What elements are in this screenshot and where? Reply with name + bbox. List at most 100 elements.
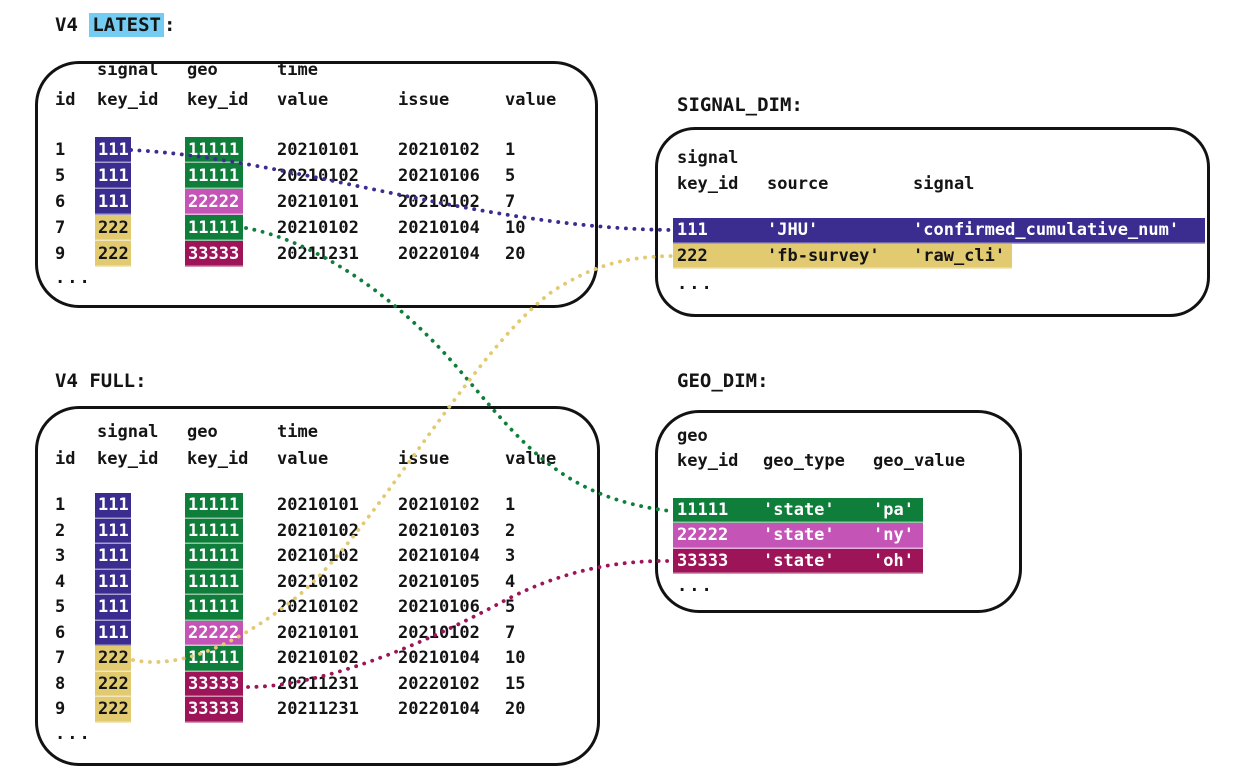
signal-dim-ellipsis: ...	[677, 274, 714, 294]
v4_latest-signal-key-cell-value: 222	[98, 218, 129, 238]
v4-latest-header-time: time	[277, 60, 318, 80]
signal-dim-key: 111	[677, 220, 708, 240]
geo-dim-header-geo-top: geo	[677, 426, 708, 446]
v4_full-issue: 20210104	[398, 546, 480, 566]
v4_full-issue: 20210102	[398, 495, 480, 515]
v4_full-geo-key-cell: 11111	[185, 646, 243, 672]
v4_latest-row-id: 5	[55, 166, 66, 186]
geo-dim-ellipsis: ...	[677, 576, 714, 596]
geo-dim-geotype: 'state'	[763, 550, 835, 571]
v4_full-value: 2	[505, 520, 516, 541]
v4_latest-geo-key-cell-value: 11111	[188, 218, 240, 238]
geo-dim-row-highlight	[673, 497, 923, 523]
v4_full-time-value: 20210102	[277, 597, 359, 617]
v4_full-signal-key-cell: 222	[95, 697, 131, 723]
v4_latest-time-value: 20211231	[277, 244, 359, 264]
v4_latest-geo-key-cell: 22222	[185, 189, 243, 215]
signal-dim-header-signal-top: signal	[677, 148, 739, 168]
v4_latest-geo-key-cell-value: 33333	[188, 244, 240, 264]
signal-dim-signal: 'raw_cli'	[913, 245, 1006, 266]
signal-dim-header-keyid: key_id	[677, 174, 739, 194]
v4-latest-title-suffix: :	[163, 14, 176, 36]
v4-latest-header-timevalue: value	[277, 90, 329, 110]
v4_full-geo-key-cell-value: 11111	[188, 571, 240, 592]
v4-latest-header-geo-keyid: key_id	[187, 90, 249, 110]
v4_latest-row-id: 6	[55, 192, 66, 212]
v4_latest-issue: 20210102	[398, 192, 480, 212]
v4_full-geo-key-cell-value: 11111	[188, 648, 240, 668]
v4_full-issue: 20210105	[398, 571, 480, 592]
v4_full-issue: 20210106	[398, 597, 480, 617]
v4_full-signal-key-cell-value: 222	[98, 673, 129, 694]
v4_full-time-value: 20210102	[277, 520, 359, 541]
v4_full-time-value: 20211231	[277, 699, 359, 719]
v4_full-time-value: 20210102	[277, 648, 359, 668]
geo-dim-geotype: 'state'	[763, 525, 835, 545]
geo-dim-header-geotype: geo_type	[763, 451, 845, 471]
v4_full-signal-key-cell-value: 111	[98, 495, 129, 515]
signal-dim-source: 'fb-survey'	[767, 245, 880, 266]
v4-latest-title: V4 LATEST:	[55, 13, 176, 37]
v4_latest-issue: 20210106	[398, 166, 480, 186]
v4_full-time-value: 20210102	[277, 571, 359, 592]
signal-dim-signal: 'confirmed_cumulative_num'	[913, 220, 1180, 240]
v4_latest-issue: 20210102	[398, 140, 480, 160]
v4_latest-value: 10	[505, 218, 526, 238]
v4_full-geo-key-cell-value: 22222	[188, 622, 240, 643]
v4_full-signal-key-cell: 222	[95, 671, 131, 697]
v4_full-row-id: 2	[55, 520, 66, 541]
v4_full-signal-key-cell-value: 111	[98, 597, 129, 617]
geo-dim-geovalue: 'oh'	[873, 550, 914, 571]
v4_full-signal-key-cell: 111	[95, 595, 131, 621]
geo-dim-key: 11111	[677, 499, 729, 520]
v4_full-geo-key-cell: 11111	[185, 518, 243, 544]
signal-dim-row-highlight	[673, 218, 1205, 244]
v4_full-row-id: 9	[55, 699, 66, 719]
v4_full-value: 1	[505, 495, 516, 515]
v4-full-header-issue: issue	[398, 449, 450, 469]
v4_full-issue: 20210102	[398, 622, 480, 643]
v4_full-time-value: 20210101	[277, 622, 359, 643]
geo-dim-key: 33333	[677, 550, 729, 571]
v4_latest-value: 7	[505, 192, 516, 212]
v4-full-header-id: id	[55, 449, 76, 469]
v4_latest-signal-key-cell-value: 111	[98, 166, 129, 186]
v4_latest-signal-key-cell: 222	[95, 215, 131, 241]
v4_full-row-id: 7	[55, 648, 66, 668]
v4_full-value: 3	[505, 546, 516, 566]
v4_full-value: 7	[505, 622, 516, 643]
geo-dim-row-highlight	[673, 523, 923, 549]
signal-dim-header-signal: signal	[913, 174, 975, 194]
geo-dim-title: GEO_DIM:	[677, 370, 769, 392]
v4_latest-geo-key-cell: 11111	[185, 137, 243, 163]
v4_full-signal-key-cell: 111	[95, 518, 131, 544]
v4_full-geo-key-cell: 22222	[185, 620, 243, 646]
v4_full-geo-key-cell-value: 11111	[188, 597, 240, 617]
v4_latest-signal-key-cell: 111	[95, 137, 131, 163]
v4-latest-header-geo: geo	[187, 60, 218, 80]
v4_latest-geo-key-cell-value: 11111	[188, 166, 240, 186]
v4_full-signal-key-cell-value: 222	[98, 648, 129, 668]
v4_full-geo-key-cell-value: 11111	[188, 546, 240, 566]
v4_latest-geo-key-cell: 11111	[185, 215, 243, 241]
v4_latest-time-value: 20210102	[277, 166, 359, 186]
v4-full-header-signal: signal	[97, 422, 159, 442]
v4-full-title-suffix: :	[135, 370, 147, 392]
v4-latest-ellipsis: ...	[55, 268, 92, 288]
v4_full-geo-key-cell-value: 33333	[188, 699, 240, 719]
v4_latest-signal-key-cell: 111	[95, 163, 131, 189]
v4_latest-issue: 20210104	[398, 218, 480, 238]
v4_full-geo-key-cell: 11111	[185, 493, 243, 519]
v4-full-header-geo-keyid: key_id	[187, 449, 249, 469]
v4_full-issue: 20220104	[398, 699, 480, 719]
v4_full-row-id: 4	[55, 571, 66, 592]
v4_full-value: 4	[505, 571, 516, 592]
v4_latest-value: 5	[505, 166, 516, 186]
geo-dim-key: 22222	[677, 525, 729, 545]
v4_full-geo-key-cell: 11111	[185, 569, 243, 595]
v4_full-signal-key-cell-value: 111	[98, 571, 129, 592]
v4-full-ellipsis: ...	[55, 724, 92, 744]
v4_full-value: 15	[505, 673, 526, 694]
v4-full-title-name: FULL	[89, 370, 136, 392]
